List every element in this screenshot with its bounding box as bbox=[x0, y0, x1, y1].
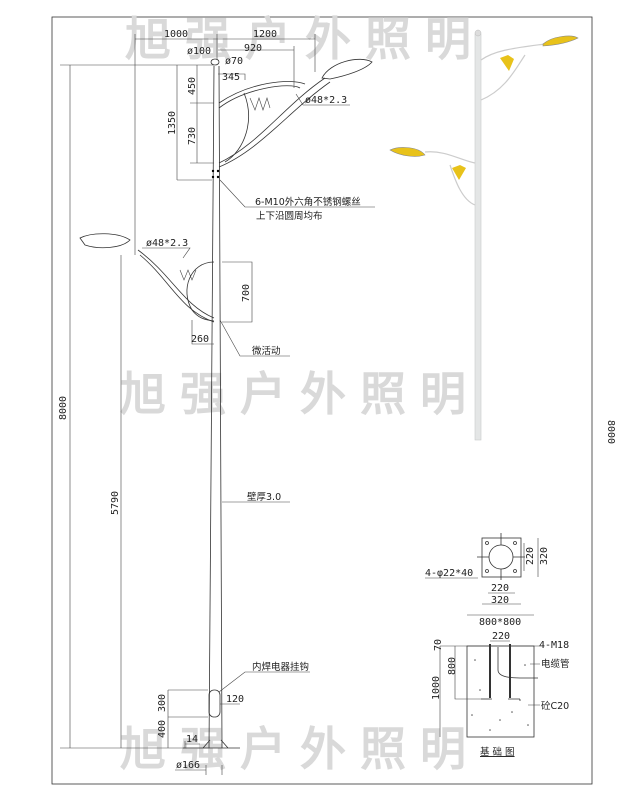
hook-note: 内焊电器挂钩 bbox=[252, 661, 309, 673]
plate-inner-width: 220 bbox=[491, 583, 509, 594]
base-plate-drawing: 4-φ22*40 220 320 220 320 bbox=[425, 533, 550, 606]
dim-total-height: 8000 bbox=[58, 396, 69, 420]
dim-345: 345 bbox=[222, 72, 240, 83]
watermark-bottom: 旭强户外照明 bbox=[120, 722, 480, 776]
dim-730: 730 bbox=[187, 127, 198, 145]
foundation-dim-1000: 1000 bbox=[431, 676, 442, 700]
lower-arm bbox=[79, 233, 215, 323]
dim-cap-diameter: ø70 bbox=[225, 56, 243, 67]
dim-top-diameter: ø100 bbox=[187, 46, 211, 57]
lamp-illustration bbox=[389, 29, 579, 441]
adjustable-note: 微活动 bbox=[252, 345, 281, 357]
foundation-size: 800*800 bbox=[479, 617, 521, 628]
dim-1200: 1200 bbox=[253, 29, 277, 40]
pole-dimensions: 8000 5790 1000 1200 ø100 ø70 920 345 450… bbox=[58, 29, 361, 771]
dim-260: 260 bbox=[191, 334, 209, 345]
foundation-drawing: 800*800 220 4-M18 70 800 1000 电缆管 砼C20 基… bbox=[431, 614, 570, 758]
pole-cap bbox=[210, 58, 220, 66]
concrete-label: 砼C20 bbox=[541, 700, 569, 712]
dim-plate-thickness: 14 bbox=[186, 734, 198, 745]
dim-lower-arm-height: 5790 bbox=[110, 491, 121, 515]
cable-pipe-label: 电缆管 bbox=[541, 658, 570, 670]
foundation-bolt-spacing: 220 bbox=[492, 631, 510, 642]
dim-door-offset: 400 bbox=[157, 720, 168, 738]
dim-door-height: 300 bbox=[157, 694, 168, 712]
foundation-title: 基 础 图 bbox=[480, 746, 515, 758]
bolt-note-1: 6-M10外六角不锈钢螺丝 bbox=[255, 196, 361, 208]
wall-thickness: 壁厚3.0 bbox=[247, 491, 281, 503]
upper-arm bbox=[218, 58, 373, 168]
foundation-bolts: 4-M18 bbox=[539, 640, 569, 651]
lower-lamp-head bbox=[79, 233, 131, 249]
dim-920: 920 bbox=[244, 43, 262, 54]
dim-base-diameter: ø166 bbox=[176, 760, 200, 771]
dim-700: 700 bbox=[241, 284, 252, 302]
drawing-frame bbox=[51, 16, 593, 785]
plate-outer-height: 320 bbox=[539, 547, 550, 565]
photo-upper-lamp bbox=[542, 35, 579, 47]
foundation-dim-70: 70 bbox=[433, 639, 444, 651]
lower-arm-pipe: ø48*2.3 bbox=[146, 238, 188, 249]
foundation-dim-800: 800 bbox=[447, 657, 458, 675]
dim-1000: 1000 bbox=[164, 29, 188, 40]
dim-1350: 1350 bbox=[167, 111, 178, 135]
plate-holes: 4-φ22*40 bbox=[425, 568, 473, 579]
upper-arm-pipe: ø48*2.3 bbox=[305, 95, 347, 106]
photo-lower-lamp bbox=[389, 147, 426, 157]
watermark-middle: 旭强户外照明 bbox=[120, 367, 480, 421]
bolt-note-2: 上下沿圆周均布 bbox=[256, 210, 323, 222]
dim-door-width: 120 bbox=[226, 694, 244, 705]
dim-450: 450 bbox=[187, 77, 198, 95]
side-label: 8000 bbox=[605, 420, 616, 444]
upper-lamp-head bbox=[321, 58, 373, 80]
dimension-lines bbox=[60, 34, 375, 775]
plate-inner-height: 220 bbox=[525, 547, 536, 565]
plate-outer-width: 320 bbox=[491, 595, 509, 606]
service-door bbox=[208, 689, 221, 718]
